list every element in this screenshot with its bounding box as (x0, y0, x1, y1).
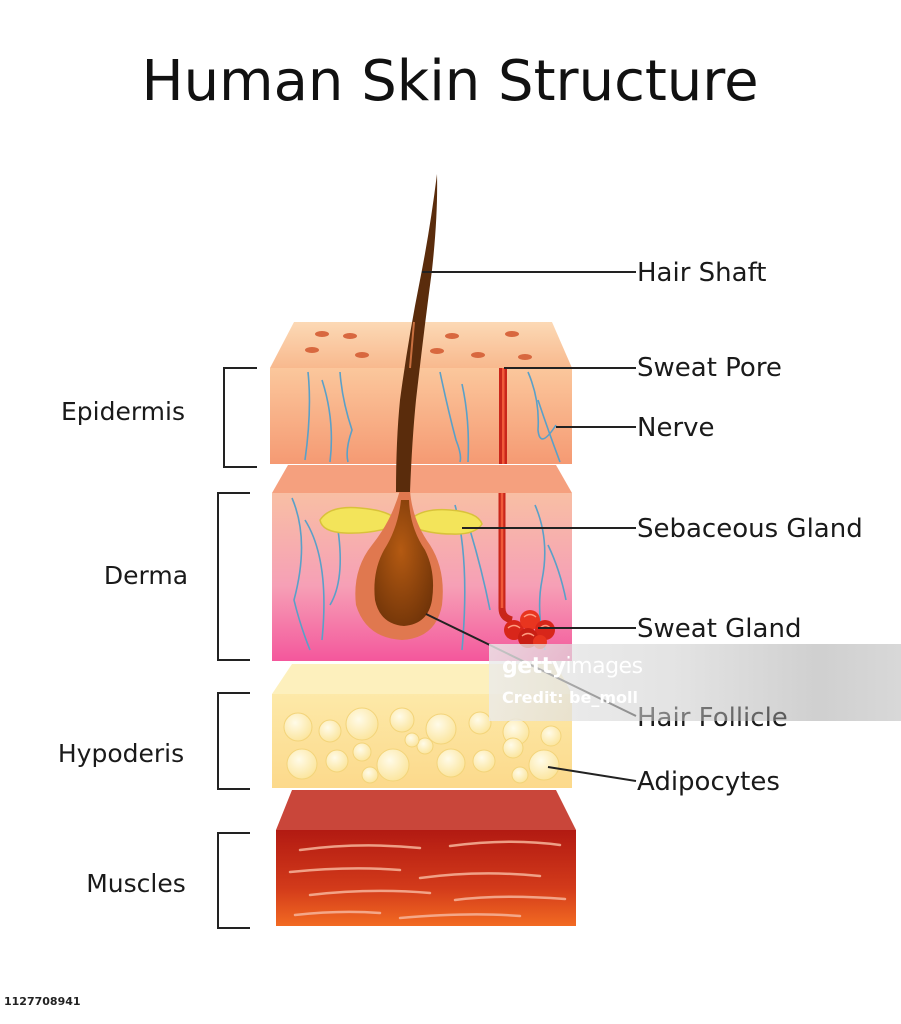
hypodermis-layer (272, 664, 572, 788)
label-adipocytes: Adipocytes (637, 767, 780, 797)
label-muscles: Muscles (86, 869, 186, 898)
label-sweat-pore: Sweat Pore (637, 353, 782, 383)
nerve-fibers-epidermis (304, 371, 561, 463)
layer-brackets (217, 367, 257, 929)
label-hair-shaft: Hair Shaft (637, 258, 766, 288)
bracket-hypodermis (217, 692, 250, 790)
label-nerve: Nerve (637, 413, 715, 443)
bracket-muscles (217, 832, 250, 929)
muscle-layer (276, 790, 576, 926)
image-id: 1127708941 (4, 995, 81, 1008)
bracket-epidermis (223, 367, 257, 468)
label-hair-follicle: Hair Follicle (637, 703, 788, 733)
label-hypoderis: Hypoderis (58, 739, 184, 768)
derma-layer (272, 465, 572, 661)
label-sweat-gland: Sweat Gland (637, 614, 801, 644)
hair-shaft (396, 174, 438, 492)
label-derma: Derma (104, 561, 188, 590)
skin-pores (305, 331, 532, 360)
label-sebaceous-gland: Sebaceous Gland (637, 514, 863, 544)
label-epidermis: Epidermis (61, 397, 185, 426)
epidermis-layer (270, 322, 572, 464)
bracket-derma (217, 492, 250, 661)
page-title: Human Skin Structure (141, 49, 758, 114)
